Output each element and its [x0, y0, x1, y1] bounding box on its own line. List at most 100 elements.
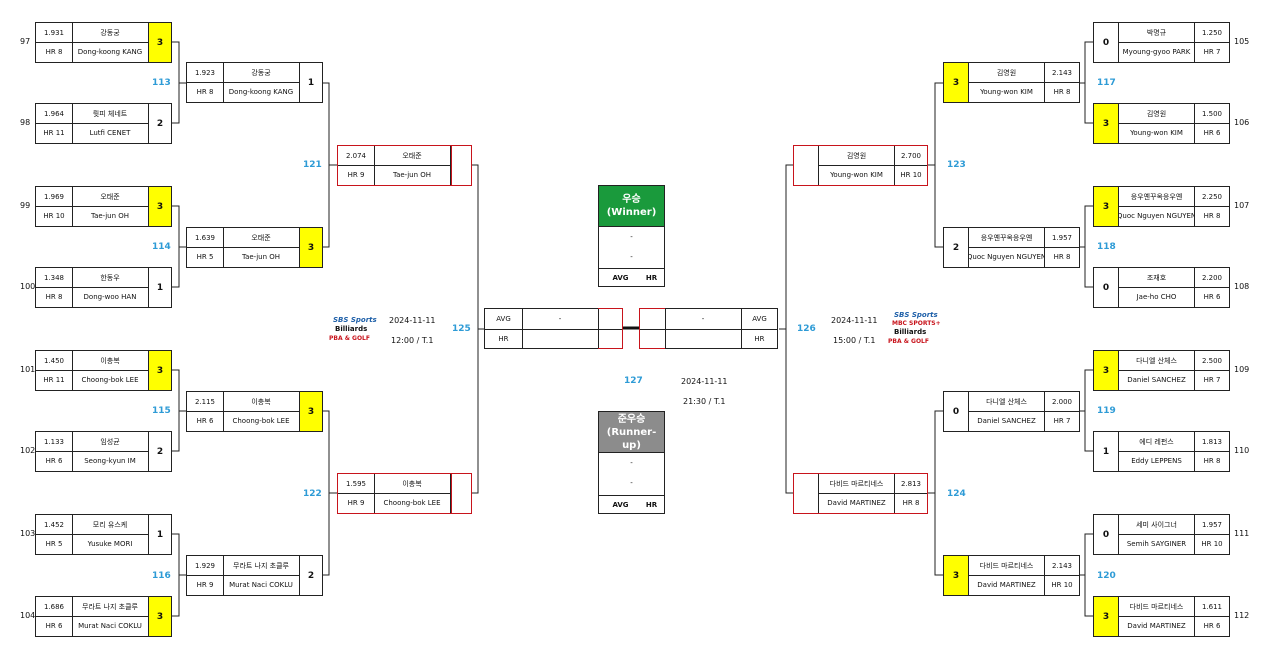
- winner-box: 우승 (Winner) - - AVG HR: [598, 185, 665, 287]
- match-number-119: 119: [1097, 406, 1116, 416]
- seed-number: 110: [1234, 446, 1250, 455]
- player-name-en: Yusuke MORI: [87, 540, 133, 548]
- player-hr: HR 11: [43, 129, 65, 137]
- seed-number: 103: [20, 529, 36, 538]
- player-name-ko: 김영원: [1146, 109, 1167, 118]
- player-name-ko: 김영원: [846, 151, 867, 160]
- player-score: 3: [944, 63, 968, 102]
- seed-number: 104: [20, 611, 36, 620]
- final-slot-left: AVG HR -: [484, 308, 623, 349]
- player-name-ko: 박명규: [1146, 28, 1167, 37]
- player-name-en: David MARTINEZ: [827, 499, 886, 507]
- match-number-114: 114: [152, 242, 171, 252]
- player-name-en: Murat Naci COKLU: [78, 622, 142, 630]
- seed-number: 108: [1234, 282, 1250, 291]
- player-name-ko: 강동궁: [251, 68, 271, 77]
- player-name-en: David MARTINEZ: [1127, 622, 1186, 630]
- player-score: 3: [300, 228, 322, 267]
- player-score: 3: [944, 556, 968, 595]
- final-slot-right: - AVG HR: [639, 308, 778, 349]
- player-avg: 2.700: [900, 151, 922, 160]
- player-score: [794, 474, 818, 513]
- logo-sbs-sports: SBS Sports: [333, 316, 377, 324]
- player-score: [451, 146, 473, 185]
- player-hr: HR 10: [1201, 540, 1223, 548]
- seed-number: 99: [20, 201, 31, 210]
- logo-billiards: Billiards: [335, 325, 368, 333]
- broadcaster-logo-left: SBS Sports Billiards PBA & GOLF: [329, 316, 381, 348]
- player-avg: 1.450: [43, 356, 65, 365]
- player-hr: HR 8: [196, 88, 214, 96]
- player-name-en: Choong-bok LEE: [232, 417, 290, 425]
- player-score: 1: [156, 529, 164, 540]
- runner-up-line-1: -: [630, 459, 633, 467]
- seed-number: 109: [1234, 365, 1250, 374]
- player-score: 0: [952, 406, 960, 417]
- match-number-124: 124: [947, 489, 966, 499]
- player-score: 1: [307, 77, 315, 88]
- player-name-en: Jae-ho CHO: [1136, 293, 1177, 301]
- player-hr: HR 6: [1203, 293, 1221, 301]
- player-hr: HR 8: [1053, 253, 1071, 261]
- player-hr: HR 8: [1053, 88, 1071, 96]
- left-semifinal-date: 2024-11-11: [389, 316, 436, 325]
- player-score: 2: [952, 242, 960, 253]
- player-score: 3: [1094, 187, 1118, 226]
- player-name-ko: 무라트 나지 초클루: [82, 602, 138, 611]
- player-name-ko: 강동궁: [100, 28, 120, 37]
- winner-title-en: (Winner): [606, 207, 657, 218]
- final-right-score-cell: [639, 308, 665, 349]
- player-name-ko: 다비드 마르티네스: [1129, 602, 1184, 611]
- player-name-ko: 응우옌꾸옥응우옌: [1130, 192, 1183, 201]
- final-right-avg-label: AVG: [752, 315, 767, 323]
- player-avg: 1.957: [1051, 233, 1073, 242]
- final-time: 21:30 / T.1: [683, 397, 726, 406]
- left-semifinal-time: 12:00 / T.1: [391, 336, 434, 345]
- winner-avg-label: AVG: [612, 274, 629, 282]
- player-score: [794, 146, 818, 185]
- player-name-en: Daniel SANCHEZ: [1127, 376, 1186, 384]
- player-avg: 2.074: [345, 151, 367, 160]
- player-name-en: Young-won KIM: [830, 171, 883, 179]
- player-avg: 1.348: [43, 273, 65, 282]
- player-name-ko: 조재호: [1146, 273, 1167, 282]
- runner-up-title-en: (Runner-up): [606, 426, 657, 451]
- player-score: 3: [1094, 597, 1118, 636]
- player-hr: HR 9: [347, 171, 365, 179]
- player-hr: HR 9: [196, 581, 214, 589]
- player-name-en: Daniel SANCHEZ: [977, 417, 1036, 425]
- player-score: [451, 474, 473, 513]
- player-avg: 2.500: [1201, 356, 1223, 365]
- final-left-hr-label: HR: [498, 335, 509, 343]
- player-avg: 1.929: [194, 561, 216, 570]
- player-hr: HR 7: [1203, 376, 1221, 384]
- player-name-en: Semih SAYGINER: [1126, 540, 1187, 548]
- logo-mbc-sports: MBC SPORTS+: [892, 320, 941, 327]
- player-name-en: Tae-jun OH: [392, 171, 432, 179]
- player-avg: 1.957: [1201, 520, 1223, 529]
- player-score: 2: [156, 446, 164, 457]
- match-number-113: 113: [152, 78, 171, 88]
- player-score: 0: [1102, 37, 1110, 48]
- seed-number: 107: [1234, 201, 1250, 210]
- player-hr: HR 10: [1051, 581, 1073, 589]
- match-number-121: 121: [303, 160, 322, 170]
- match-number-126: 126: [797, 324, 816, 334]
- player-hr: HR 6: [45, 622, 63, 630]
- runner-up-header: 준우승 (Runner-up): [599, 412, 664, 452]
- player-avg: 1.639: [194, 233, 216, 242]
- player-name-ko: 다니엘 산체스: [1136, 356, 1177, 365]
